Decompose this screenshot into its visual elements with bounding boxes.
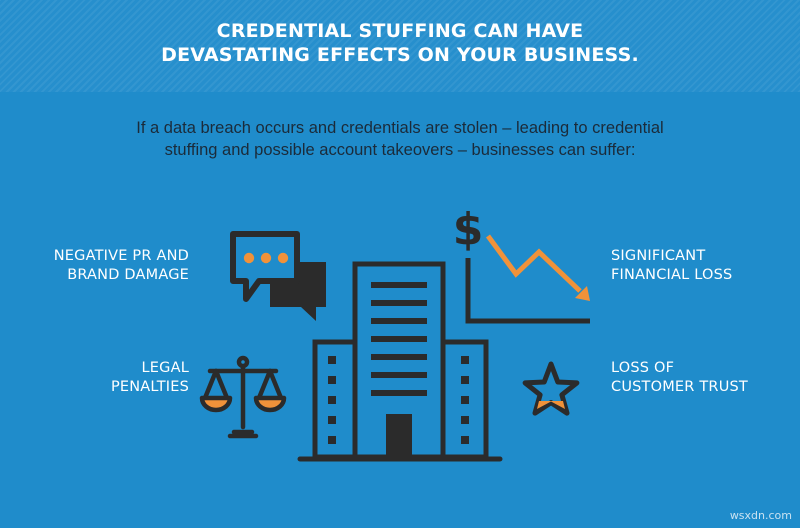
label-trust-line-1: LOSS OF [611, 360, 675, 376]
infographic-title: CREDENTIAL STUFFING CAN HAVE DEVASTATING… [0, 19, 800, 67]
speech-bubbles-icon [230, 231, 326, 321]
label-negative-pr-line-2: BRAND DAMAGE [67, 267, 189, 283]
label-financial-loss: SIGNIFICANT FINANCIAL LOSS [611, 247, 732, 285]
dollar-decline-chart-icon: $ [453, 204, 590, 324]
watermark-text: wsxdn.com [729, 509, 792, 522]
svg-text:$: $ [453, 204, 484, 255]
label-customer-trust: LOSS OF CUSTOMER TRUST [611, 359, 748, 397]
label-legal-line-1: LEGAL [141, 360, 189, 376]
intro-text: If a data breach occurs and credentials … [0, 117, 800, 161]
intro-line-2: stuffing and possible account takeovers … [164, 141, 636, 159]
title-line-1: CREDENTIAL STUFFING CAN HAVE [216, 20, 584, 42]
intro-line-1: If a data breach occurs and credentials … [136, 119, 664, 137]
label-trust-line-2: CUSTOMER TRUST [611, 379, 748, 395]
title-line-2: DEVASTATING EFFECTS ON YOUR BUSINESS. [161, 44, 639, 66]
header-band [0, 0, 800, 92]
star-icon [522, 361, 580, 416]
label-negative-pr-line-1: NEGATIVE PR AND [53, 248, 189, 264]
building-icon [297, 261, 503, 462]
label-financial-line-2: FINANCIAL LOSS [611, 267, 733, 283]
label-legal-line-2: PENALTIES [110, 379, 189, 395]
label-legal-penalties: LEGAL PENALTIES [111, 359, 189, 397]
scales-icon [199, 355, 287, 439]
label-financial-line-1: SIGNIFICANT [611, 248, 706, 264]
label-negative-pr: NEGATIVE PR AND BRAND DAMAGE [54, 247, 189, 285]
